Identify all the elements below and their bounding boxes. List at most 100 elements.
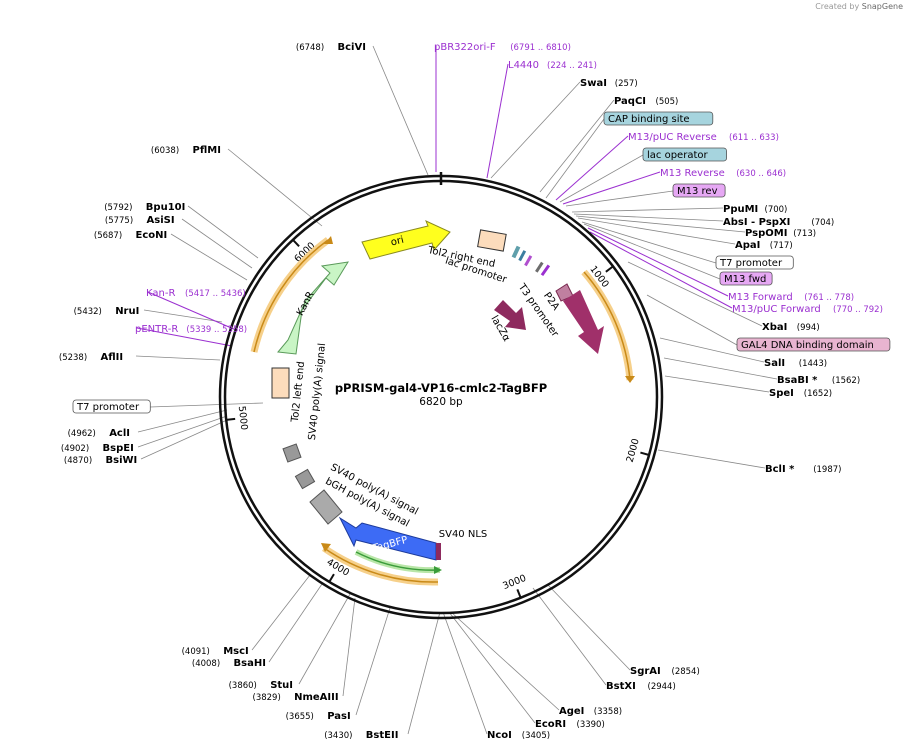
leader-line — [135, 355, 221, 361]
map-label-sali: SalI(1443) — [764, 358, 827, 369]
feature-box-label: M13 rev — [677, 186, 718, 197]
orange-arc-right-core — [583, 271, 631, 381]
label-name: MscI — [223, 646, 249, 657]
map-label-m13rev: M13 rev — [672, 183, 726, 198]
tol2-left-block — [271, 367, 290, 399]
tick-mark — [292, 239, 300, 247]
label-name: AsiSI — [147, 215, 175, 226]
map-label-agei: AgeI(3358) — [559, 706, 622, 717]
map-label-l4440: L4440(224 .. 241) — [508, 60, 597, 71]
label-position: (3860) — [229, 681, 257, 691]
leader-line — [589, 231, 733, 309]
label-box — [672, 183, 726, 198]
tick-label: 5000 — [236, 405, 250, 430]
leader-line — [486, 63, 509, 179]
leader-line — [342, 597, 356, 697]
lacza-feature: lacZα — [488, 300, 526, 344]
terminator-block-3 — [309, 489, 343, 525]
terminator-block-1 — [282, 443, 302, 463]
label-name: BstEII — [366, 730, 399, 741]
label-name: M13 Forward — [728, 292, 793, 303]
cap-feature-mark — [511, 245, 521, 259]
map-label-m13puc_rev: M13/pUC Reverse(611 .. 633) — [628, 132, 779, 143]
leader-line — [657, 449, 766, 469]
map-label-absi: AbsI - PspXI(704) — [723, 217, 834, 228]
map-label-bsahi: BsaHI(4008) — [192, 658, 266, 669]
label-name: L4440 — [508, 60, 539, 71]
tick-label: 2000 — [625, 437, 642, 463]
label-position: (3829) — [253, 693, 281, 703]
map-label-aflii: AflII(5238) — [59, 352, 123, 363]
leader-line — [442, 611, 488, 735]
label-name: M13/pUC Forward — [732, 304, 821, 315]
label-name: pBR322ori-F — [434, 42, 496, 53]
feature-box-label: GAL4 DNA binding domain — [741, 340, 874, 351]
leader-line — [583, 223, 721, 280]
leader-line — [136, 327, 233, 347]
green-arc-bottom-head — [434, 566, 442, 574]
label-position: (4091) — [182, 647, 210, 657]
map-label-bcivi: BciVI (6748) — [296, 42, 366, 53]
leader-line — [646, 294, 738, 346]
map-label-swai: SwaI(257) — [580, 78, 638, 89]
leader-line — [150, 402, 264, 408]
label-name: PaqCI — [614, 96, 646, 107]
tick-mark — [226, 417, 236, 421]
label-position: (4962) — [68, 429, 96, 439]
label-box — [603, 111, 714, 126]
leader-line — [565, 190, 674, 207]
snapgene-logo-text: SnapGene — [861, 2, 903, 11]
label-name: pENTR-R — [135, 324, 178, 335]
leader-line — [137, 415, 228, 448]
map-label-gal4: GAL4 DNA binding domain — [736, 337, 891, 352]
map-label-pentr: pENTR-R(5339 .. 5358) — [135, 324, 247, 335]
leader-line — [559, 154, 644, 203]
label-name: Kan-R — [146, 288, 175, 299]
map-label-nrui: NruI(5432) — [74, 306, 140, 317]
map-label-m13puc_fwd: M13/pUC Forward(770 .. 792) — [732, 304, 883, 315]
leader-line — [251, 574, 311, 651]
label-name: EcoNI — [136, 230, 168, 241]
orange-arc-bottom-core — [323, 547, 439, 583]
label-name: NcoI — [487, 730, 512, 741]
label-name: SwaI — [580, 78, 607, 89]
leader-line — [372, 45, 429, 176]
map-label-pflmi: PflMI(6038) — [151, 145, 221, 156]
leader-line — [664, 375, 770, 393]
tol2-right-block — [477, 229, 507, 252]
leader-line — [268, 583, 323, 663]
created-by-text: Created by — [815, 2, 860, 11]
feature-box-label: CAP binding site — [608, 114, 690, 125]
leader-line — [448, 611, 536, 724]
label-box — [72, 399, 151, 414]
label-name: Bpu10I — [146, 202, 186, 213]
label-box — [736, 337, 891, 352]
leader-line — [659, 337, 765, 363]
map-label-ecori: EcoRI(3390) — [535, 719, 605, 730]
label-name: SpeI — [769, 388, 794, 399]
sv40-polya-label-1: SV40 poly(A) signal — [307, 343, 328, 441]
tick-mark — [328, 573, 335, 583]
gal4-arrow — [563, 290, 604, 354]
small-feature-cluster — [511, 245, 551, 277]
label-position: (994) — [797, 323, 820, 333]
map-label-lacop: lac operator — [642, 147, 727, 162]
map-label-t7prom_r: T7 promoter — [715, 255, 794, 270]
label-name: AbsI - PspXI — [723, 217, 790, 228]
leader-line — [147, 291, 237, 331]
leader-line — [555, 135, 629, 201]
label-position: (3430) — [324, 731, 352, 741]
map-label-pspomi: PspOMI(713) — [745, 228, 816, 239]
leader-line — [575, 215, 746, 233]
label-position: (4870) — [64, 456, 92, 466]
map-label-t7prom_l: T7 promoter — [72, 399, 151, 414]
sv40-nls-label: SV40 NLS — [439, 529, 488, 540]
ori-arrow — [361, 220, 451, 260]
map-label-cap: CAP binding site — [603, 111, 714, 126]
plasmid-name: pPRISM-gal4-VP16-cmlc2-TagBFP — [335, 381, 547, 395]
map-label-ppumi: PpuMI(700) — [723, 204, 787, 215]
site-labels: BciVI(6748)pBR322ori-F(6791 .. 6810)L444… — [59, 42, 891, 741]
label-position: (6748) — [296, 43, 324, 53]
label-name: BciVI — [338, 42, 366, 53]
